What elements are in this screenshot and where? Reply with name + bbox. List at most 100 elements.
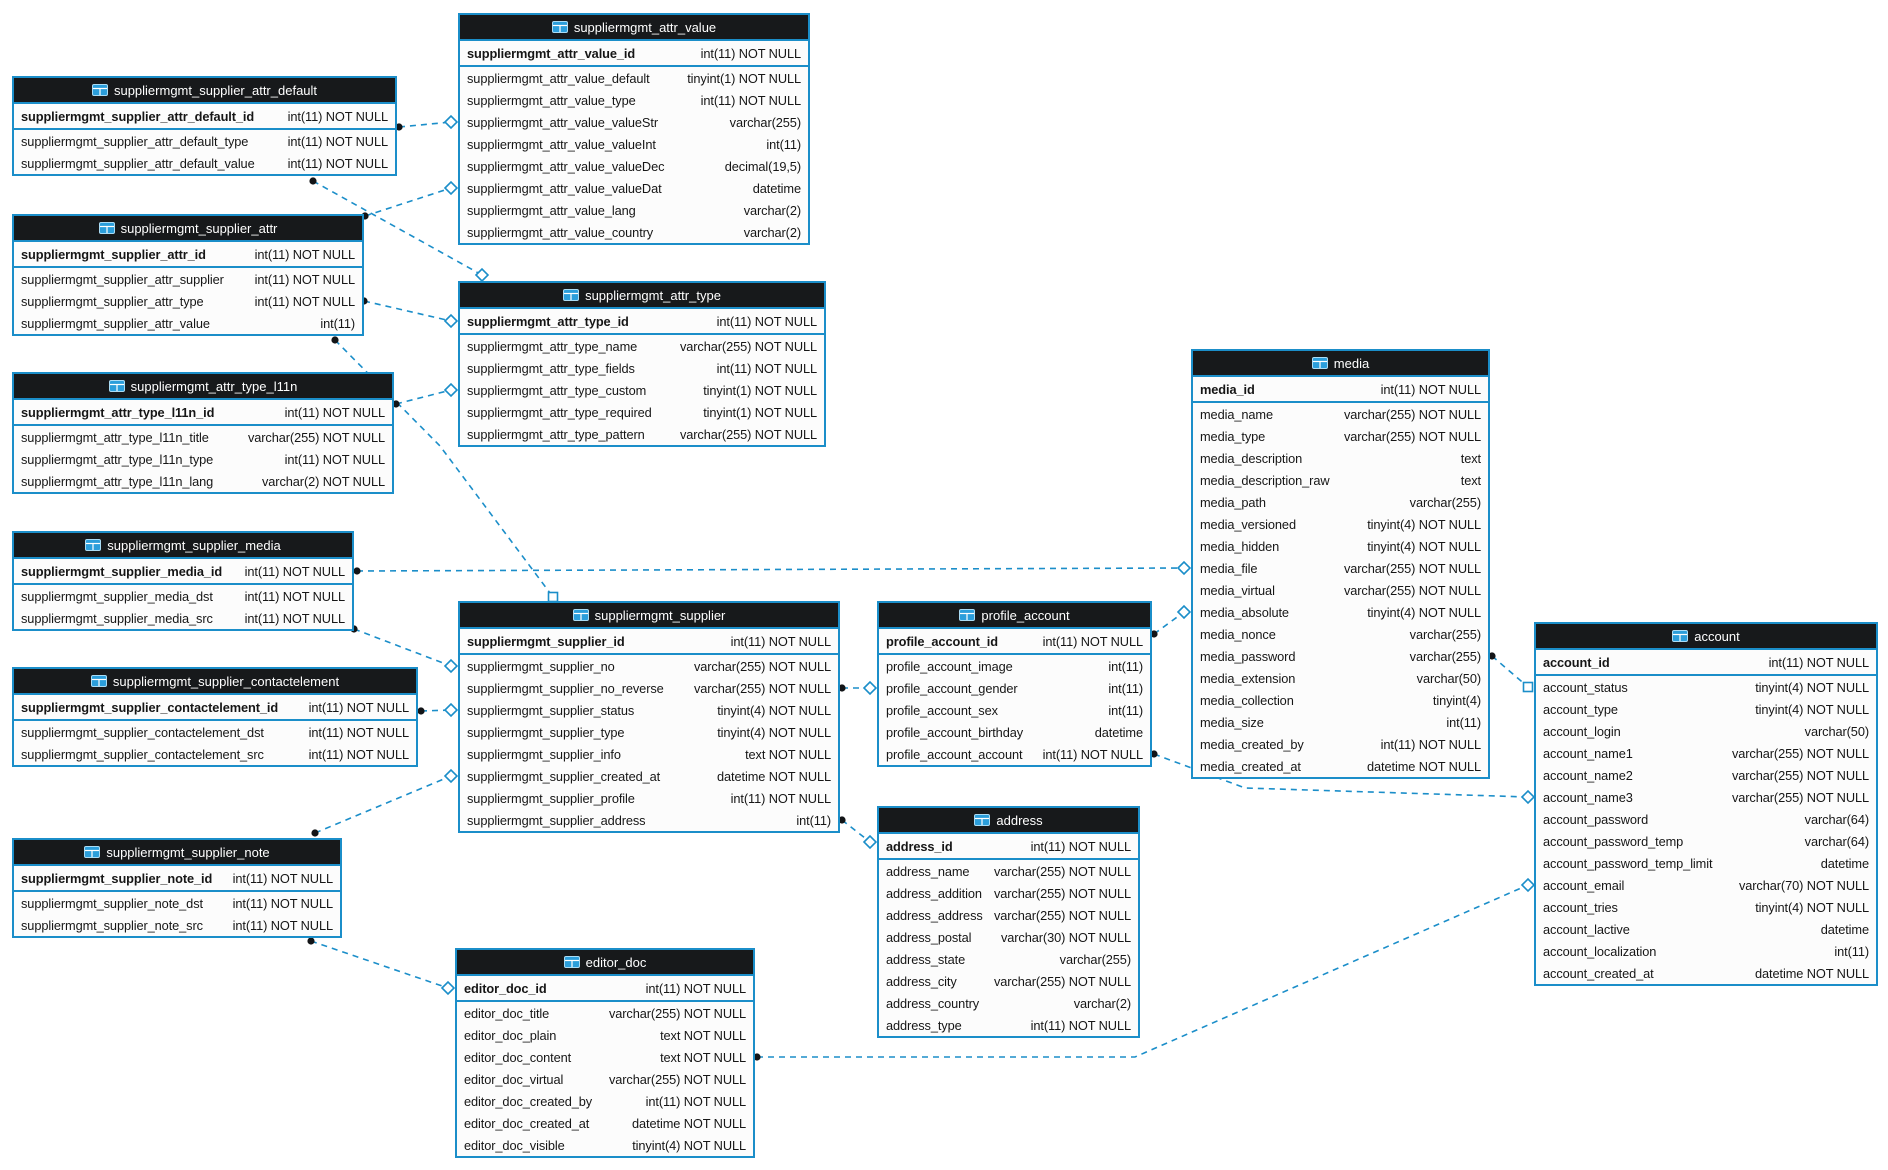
relationship-suppliermgmt_attr_type_l11n--suppliermgmt_attr_type	[392, 382, 459, 408]
pk-field-name: suppliermgmt_attr_value_id	[467, 45, 636, 61]
field-type: varchar(255) NOT NULL	[679, 338, 817, 354]
field-type: int(11)	[766, 136, 801, 152]
field-name: editor_doc_title	[464, 1005, 550, 1021]
field-name: profile_account_image	[886, 658, 1013, 674]
relationship-origin-dot	[307, 937, 315, 945]
field-name: account_password_temp_limit	[1543, 855, 1713, 871]
relationship-origin-dot	[395, 123, 403, 131]
table-title: suppliermgmt_attr_type_l11n	[130, 378, 298, 394]
table-suppliermgmt_supplier[interactable]: suppliermgmt_supplier suppliermgmt_suppli…	[458, 601, 840, 833]
relationship-media--account	[1488, 652, 1534, 693]
field-name: account_lactive	[1543, 921, 1630, 937]
field-type: tinyint(4) NOT NULL	[1367, 538, 1481, 554]
table-header: suppliermgmt_supplier_attr_default	[14, 78, 395, 104]
field-type: tinyint(1) NOT NULL	[703, 404, 817, 420]
field-type: decimal(19,5)	[724, 158, 801, 174]
field-type: varchar(2)	[743, 224, 801, 240]
field-name: address_address	[886, 907, 983, 923]
field-name: suppliermgmt_supplier_attr_default_value	[21, 155, 255, 171]
field-type: int(11) NOT NULL	[1380, 736, 1481, 752]
field-type: datetime	[1094, 724, 1143, 740]
field-type: varchar(255) NOT NULL	[608, 1005, 746, 1021]
field-name: profile_account_account	[886, 746, 1023, 762]
table-header: profile_account	[879, 603, 1150, 629]
field-name: suppliermgmt_supplier_status	[467, 702, 635, 718]
field-name: media_collection	[1200, 692, 1294, 708]
field-name: account_password_temp	[1543, 833, 1684, 849]
field-type: int(11) NOT NULL	[232, 895, 333, 911]
pk-field-type: int(11) NOT NULL	[730, 633, 831, 649]
field-type: varchar(255)	[1059, 951, 1131, 967]
relationship-origin-dot	[1150, 750, 1158, 758]
field-type: int(11)	[1108, 702, 1143, 718]
field-name: media_type	[1200, 428, 1266, 444]
field-name: suppliermgmt_attr_value_country	[467, 224, 654, 240]
table-suppliermgmt_supplier_note[interactable]: suppliermgmt_supplier_note suppliermgmt_s…	[12, 838, 342, 938]
field-name: suppliermgmt_supplier_attr_supplier	[21, 271, 224, 287]
field-name: editor_doc_virtual	[464, 1071, 564, 1087]
table-header: suppliermgmt_supplier_note	[14, 840, 340, 866]
field-name: account_email	[1543, 877, 1625, 893]
field-type: datetime NOT NULL	[717, 768, 831, 784]
table-suppliermgmt_attr_type_l11n[interactable]: suppliermgmt_attr_type_l11n suppliermgmt_…	[12, 372, 394, 494]
table-grid-icon	[959, 609, 976, 621]
field-name: address_state	[886, 951, 966, 967]
relationship-line	[841, 819, 871, 843]
table-title: suppliermgmt_supplier_note	[106, 844, 270, 860]
field-type: tinyint(4) NOT NULL	[1755, 679, 1869, 695]
field-name: suppliermgmt_supplier_profile	[467, 790, 635, 806]
relationship-diamond-marker	[443, 768, 459, 784]
relationship-diamond-marker	[1520, 789, 1536, 805]
table-header: suppliermgmt_supplier	[460, 603, 838, 629]
field-name: profile_account_gender	[886, 680, 1018, 696]
relationship-line	[310, 940, 449, 989]
field-name: suppliermgmt_supplier_media_dst	[21, 588, 213, 604]
relationship-origin-dot	[331, 336, 339, 344]
field-name: suppliermgmt_supplier_address	[467, 812, 646, 828]
field-type: varchar(255) NOT NULL	[1343, 428, 1481, 444]
field-type: int(11)	[1108, 658, 1143, 674]
field-name: account_login	[1543, 723, 1621, 739]
table-suppliermgmt_attr_value[interactable]: suppliermgmt_attr_value suppliermgmt_attr…	[458, 13, 810, 245]
field-type: int(11)	[1446, 714, 1481, 730]
table-header: suppliermgmt_attr_value	[460, 15, 808, 41]
field-name: media_description_raw	[1200, 472, 1330, 488]
field-row: suppliermgmt_supplier_attr_default_value…	[14, 152, 395, 174]
field-name: profile_account_birthday	[886, 724, 1024, 740]
field-name: suppliermgmt_supplier_attr_type	[21, 293, 204, 309]
field-name: media_file	[1200, 560, 1258, 576]
field-name: suppliermgmt_attr_type_required	[467, 404, 652, 420]
field-name: account_name2	[1543, 767, 1633, 783]
field-type: tinyint(4) NOT NULL	[717, 724, 831, 740]
field-type: int(11) NOT NULL	[254, 271, 355, 287]
pk-field-type: int(11) NOT NULL	[244, 563, 345, 579]
field-type: int(11)	[320, 315, 355, 331]
field-type: int(11) NOT NULL	[244, 588, 345, 604]
